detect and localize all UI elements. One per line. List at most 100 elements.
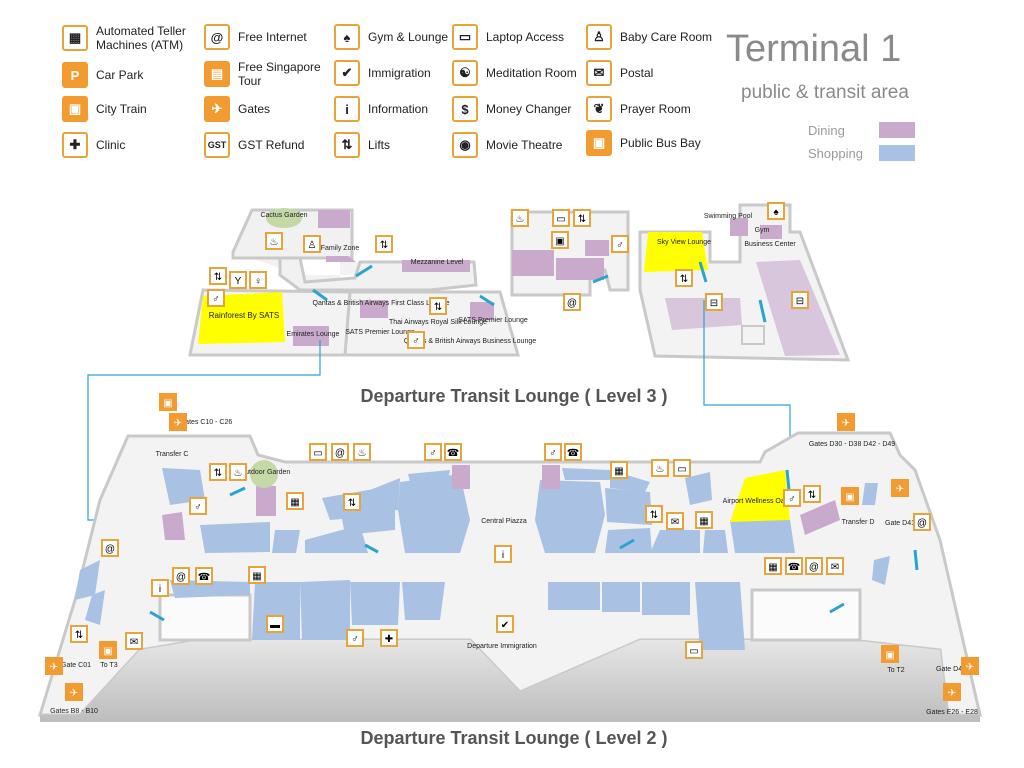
label-qantas-business: Qantas & British Airways Business Lounge bbox=[404, 338, 536, 345]
svg-text:✚: ✚ bbox=[385, 634, 393, 645]
movie-icon: ▣ bbox=[551, 231, 569, 249]
restroom-icon: ♂ bbox=[189, 497, 207, 515]
baby-care-icon: ♙ bbox=[586, 24, 612, 50]
map-icons-level2: ▣ ✈ ▭ @ ♨ ♂ ☎ ♂ ☎ ⇅ ♨ ♂ ▦ ⇅ ▦ ♨ ▭ ⇅ ✉ ▦ … bbox=[45, 393, 979, 701]
svg-text:✈: ✈ bbox=[174, 418, 182, 429]
svg-text:⇅: ⇅ bbox=[214, 468, 222, 479]
label-gates-c: Gates C10 - C26 bbox=[180, 419, 233, 426]
immigration-icon: ✔ bbox=[496, 615, 514, 633]
svg-text:⇅: ⇅ bbox=[75, 630, 83, 641]
svg-text:▭: ▭ bbox=[556, 214, 565, 225]
label-outdoor: Outdoor Garden bbox=[240, 469, 291, 476]
tour-bus-icon: ▤ bbox=[204, 61, 230, 87]
gates-icon: ✈ bbox=[837, 413, 855, 431]
legend-item-city-train: ▣ City Train bbox=[62, 96, 147, 122]
svg-text:⇅: ⇅ bbox=[214, 272, 222, 283]
legend-label: Clinic bbox=[96, 138, 126, 152]
gst-refund-icon: ▦ bbox=[764, 557, 782, 575]
svg-text:⊟: ⊟ bbox=[796, 296, 804, 307]
legend-label: Money Changer bbox=[486, 102, 572, 116]
svg-text:✉: ✉ bbox=[831, 562, 839, 573]
svg-text:✈: ✈ bbox=[966, 662, 974, 673]
internet-icon: @ bbox=[331, 443, 349, 461]
legend-label: Lifts bbox=[368, 138, 391, 152]
svg-text:♨: ♨ bbox=[234, 468, 243, 479]
gym-lounge-icon: ♠ bbox=[334, 24, 360, 50]
legend-item-gym: ♠ Gym & Lounge bbox=[334, 24, 448, 50]
money-changer-icon: $ bbox=[452, 96, 478, 122]
svg-text:♂: ♂ bbox=[412, 336, 420, 347]
level3-title: Departure Transit Lounge ( Level 3 ) bbox=[360, 386, 667, 406]
label-gates-b: Gates B8 - B10 bbox=[50, 708, 98, 715]
bus-bay-icon: ▣ bbox=[841, 487, 859, 505]
gst-refund-icon: ▦ bbox=[695, 511, 713, 529]
legend-label: Free Singapore Tour bbox=[238, 60, 321, 88]
sky-view-lounge bbox=[644, 232, 708, 272]
legend-item-prayer: ❦ Prayer Room bbox=[586, 96, 691, 122]
svg-text:⇅: ⇅ bbox=[380, 240, 388, 251]
svg-text:⇅: ⇅ bbox=[650, 510, 658, 521]
label-emirates: Emirates Lounge bbox=[287, 331, 340, 338]
legend-label: GST Refund bbox=[238, 138, 305, 152]
label-wellness: Airport Wellness Oasis bbox=[723, 498, 794, 505]
svg-text:▣: ▣ bbox=[845, 492, 854, 503]
legend-item-postal: ✉ Postal bbox=[586, 60, 653, 86]
legend-item-information: i Information bbox=[334, 96, 428, 122]
postal-icon: ✉ bbox=[826, 557, 844, 575]
smoking-icon: ♨ bbox=[651, 459, 669, 477]
internet-icon: @ bbox=[563, 293, 581, 311]
phone-icon: ☎ bbox=[444, 443, 462, 461]
smoking-icon: ♨ bbox=[265, 232, 283, 250]
legend-label: Car Park bbox=[96, 68, 144, 82]
information-icon: i bbox=[334, 96, 360, 122]
lifts-icon: ⇅ bbox=[645, 505, 663, 523]
svg-text:✉: ✉ bbox=[130, 637, 138, 648]
svg-text:☎: ☎ bbox=[198, 572, 210, 583]
svg-text:♂: ♂ bbox=[549, 448, 557, 459]
gates-icon: ✈ bbox=[65, 683, 83, 701]
svg-text:☎: ☎ bbox=[567, 448, 579, 459]
lifts-icon: ⇅ bbox=[375, 235, 393, 253]
svg-text:⇅: ⇅ bbox=[348, 498, 356, 509]
label-gym: Gym bbox=[755, 227, 770, 234]
lifts-icon: ⇅ bbox=[334, 132, 360, 158]
svg-text:▣: ▣ bbox=[885, 650, 894, 661]
legend-label: Public Bus Bay bbox=[620, 136, 701, 150]
lifts-icon: ⇅ bbox=[209, 267, 227, 285]
label-transfer-c: Transfer C bbox=[156, 451, 189, 458]
label-to-t3: To T3 bbox=[100, 662, 117, 669]
map-icons-level3: ♨ ♙ ⇅ ⇅ Y ♀ ♂ ⇅ ♂ ♨ ▭ ⇅ ▣ ♂ @ ♠ ⇅ ⊟ ⊟ bbox=[207, 202, 809, 349]
key-dining-label: Dining bbox=[808, 123, 845, 138]
label-mezzanine: Mezzanine Level bbox=[411, 259, 464, 266]
rest-bed-icon: ⊟ bbox=[791, 291, 809, 309]
svg-text:@: @ bbox=[809, 562, 819, 573]
svg-text:▣: ▣ bbox=[163, 398, 172, 409]
bus-bay-icon: ▣ bbox=[586, 130, 612, 156]
legend-label: Gym & Lounge bbox=[368, 30, 449, 44]
smoking-icon: ♨ bbox=[229, 463, 247, 481]
legend-item-clinic: ✚ Clinic bbox=[62, 132, 125, 158]
laptop-icon: ▭ bbox=[309, 443, 327, 461]
legend-label: Free Internet bbox=[238, 30, 307, 44]
train-icon: ▣ bbox=[881, 645, 899, 663]
restroom-icon: ♂ bbox=[207, 289, 225, 307]
key-shopping-swatch bbox=[879, 145, 915, 161]
level3-map: Cactus Garden Family Zone Mezzanine Leve… bbox=[188, 202, 851, 362]
svg-text:i: i bbox=[159, 584, 161, 595]
internet-icon: @ bbox=[204, 24, 230, 50]
svg-text:♨: ♨ bbox=[358, 448, 367, 459]
legend-item-free-internet: @ Free Internet bbox=[204, 24, 307, 50]
label-family: Family Zone bbox=[321, 245, 360, 252]
internet-icon: @ bbox=[101, 539, 119, 557]
legend-item-baby-care: ♙ Baby Care Room bbox=[586, 24, 712, 50]
legend-label: Gates bbox=[238, 102, 271, 116]
svg-text:♨: ♨ bbox=[270, 237, 279, 248]
baby-care-icon: ♙ bbox=[303, 235, 321, 253]
prayer-icon: ❦ bbox=[586, 96, 612, 122]
internet-icon: @ bbox=[805, 557, 823, 575]
legend-item-gates: ✈ Gates bbox=[204, 96, 270, 122]
legend-label: Automated Teller Machines (ATM) bbox=[96, 24, 186, 52]
level2-map: Gates C10 - C26 Transfer C Outdoor Garde… bbox=[37, 393, 982, 722]
key-shopping-label: Shopping bbox=[808, 146, 863, 161]
bus-bay-icon: ▣ bbox=[159, 393, 177, 411]
